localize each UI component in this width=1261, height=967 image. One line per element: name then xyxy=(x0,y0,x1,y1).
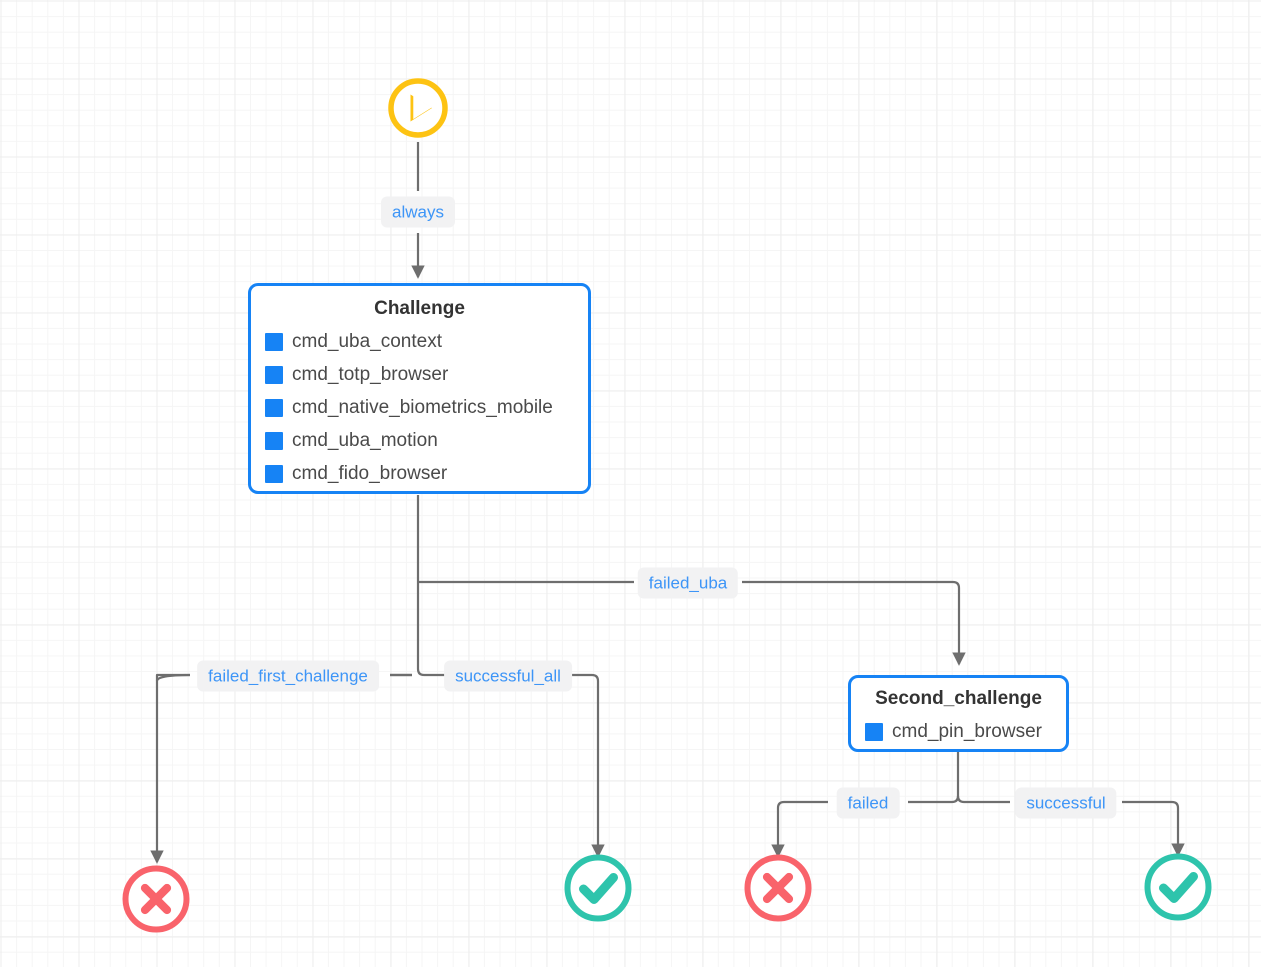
node-second-challenge-item-0[interactable]: cmd_pin_browser xyxy=(865,715,1052,748)
node-challenge-item-label: cmd_uba_motion xyxy=(292,430,438,451)
node-challenge-item-label: cmd_uba_context xyxy=(292,331,442,352)
node-challenge-item-label: cmd_totp_browser xyxy=(292,364,449,385)
edge-second-success-down xyxy=(1122,800,1185,857)
node-challenge[interactable]: Challenge cmd_uba_context cmd_totp_brows… xyxy=(248,283,591,494)
edge-label-failed[interactable]: failed xyxy=(836,787,900,819)
node-challenge-item-label: cmd_native_biometrics_mobile xyxy=(292,397,553,418)
node-second-challenge-item-label: cmd_pin_browser xyxy=(892,721,1042,742)
node-challenge-item-3[interactable]: cmd_uba_motion xyxy=(265,424,574,457)
check-circle-icon xyxy=(1144,853,1212,921)
node-challenge-item-label: cmd_fido_browser xyxy=(292,463,448,484)
edge-failed-first-bend xyxy=(155,673,186,681)
node-challenge-item-4[interactable]: cmd_fido_browser xyxy=(265,457,574,490)
color-swatch-icon xyxy=(865,722,883,741)
terminal-success-right[interactable] xyxy=(1141,850,1215,924)
node-second-challenge-title: Second_challenge xyxy=(875,688,1042,709)
terminal-fail-right[interactable] xyxy=(741,851,815,925)
edge-challenge-trunk xyxy=(416,495,425,677)
color-swatch-icon xyxy=(265,332,283,351)
edge-label-failed-first-challenge[interactable]: failed_first_challenge xyxy=(197,660,379,692)
color-swatch-icon xyxy=(265,398,283,417)
x-circle-icon xyxy=(122,865,190,933)
node-challenge-title: Challenge xyxy=(374,298,465,319)
edge-failed-first-down xyxy=(150,673,191,864)
edge-failed-uba-right xyxy=(742,580,966,666)
play-circle-icon xyxy=(388,78,448,138)
x-circle-icon xyxy=(744,854,812,922)
color-swatch-icon xyxy=(265,464,283,483)
edge-second-failed-down xyxy=(771,800,828,858)
node-second-challenge[interactable]: Second_challenge cmd_pin_browser xyxy=(848,675,1069,752)
start-node[interactable] xyxy=(386,76,450,140)
node-challenge-item-0[interactable]: cmd_uba_context xyxy=(265,325,574,358)
edge-label-always[interactable]: always xyxy=(381,196,455,228)
node-challenge-item-2[interactable]: cmd_native_biometrics_mobile xyxy=(265,391,574,424)
node-challenge-item-1[interactable]: cmd_totp_browser xyxy=(265,358,574,391)
edge-label-failed-uba[interactable]: failed_uba xyxy=(637,567,739,599)
color-swatch-icon xyxy=(265,431,283,450)
check-circle-icon xyxy=(564,854,632,922)
edge-label-successful-all[interactable]: successful_all xyxy=(444,660,572,692)
edge-label-successful[interactable]: successful xyxy=(1015,787,1117,819)
terminal-fail-left[interactable] xyxy=(119,862,193,936)
color-swatch-icon xyxy=(265,365,283,384)
terminal-success-left[interactable] xyxy=(561,851,635,925)
edge-successful-all-right xyxy=(570,673,605,858)
edge-second-trunk xyxy=(951,752,960,804)
edge-second-split-center xyxy=(956,795,965,804)
